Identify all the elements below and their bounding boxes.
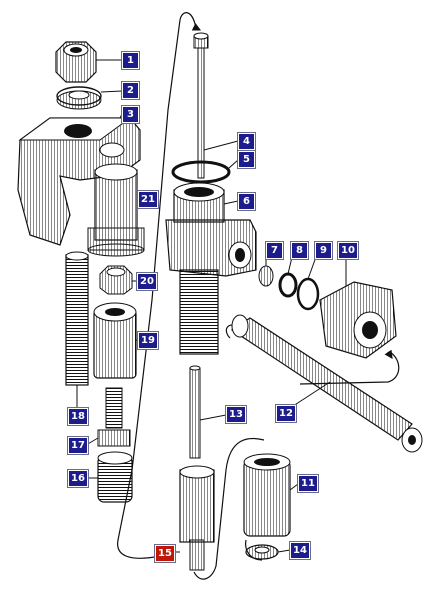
callout-label-4: 4 (243, 136, 250, 147)
callout-part-20[interactable]: 20 (136, 272, 158, 291)
callout-part-7[interactable]: 7 (265, 241, 284, 260)
callout-part-6[interactable]: 6 (237, 192, 256, 211)
callout-label-10: 10 (341, 245, 355, 256)
callout-part-14[interactable]: 14 (289, 541, 311, 560)
callout-part-11[interactable]: 11 (297, 474, 319, 493)
callout-label-20: 20 (140, 276, 154, 287)
part-3-bracket-drawing (17, 117, 141, 246)
callout-label-6: 6 (243, 196, 250, 207)
assembly-guide-lines (117, 12, 400, 580)
callout-part-10[interactable]: 10 (337, 241, 359, 260)
part-20-nut-drawing (99, 265, 133, 295)
callout-part-9[interactable]: 9 (314, 241, 333, 260)
part-9-ring-drawing (296, 277, 320, 311)
callout-label-7: 7 (271, 245, 278, 256)
callout-label-2: 2 (127, 85, 134, 96)
part-12-pipe-drawing (230, 314, 423, 453)
callout-label-5: 5 (243, 154, 250, 165)
callout-label-1: 1 (127, 55, 134, 66)
callout-part-21[interactable]: 21 (137, 190, 159, 209)
part-2-washer-drawing (56, 86, 102, 110)
part-6-housing-drawing (165, 182, 257, 355)
part-14-washer-drawing (245, 544, 279, 560)
callout-label-8: 8 (296, 245, 303, 256)
part-1-nut-drawing (55, 41, 97, 83)
part-18-stud-drawing (65, 251, 89, 386)
callout-label-16: 16 (71, 473, 85, 484)
callout-label-18: 18 (71, 411, 85, 422)
callout-part-3[interactable]: 3 (121, 105, 140, 124)
callout-leaders (76, 59, 347, 553)
callout-label-12: 12 (279, 408, 293, 419)
callout-part-18[interactable]: 18 (67, 407, 89, 426)
callout-part-1[interactable]: 1 (121, 51, 140, 70)
callout-part-17[interactable]: 17 (67, 436, 89, 455)
part-15-valve-drawing (179, 465, 215, 571)
part-17-bolt-drawing (97, 387, 131, 447)
part-19-sleeve-drawing (93, 302, 137, 379)
callout-label-11: 11 (301, 478, 315, 489)
callout-part-2[interactable]: 2 (121, 81, 140, 100)
callout-label-15: 15 (158, 548, 172, 559)
callout-part-13[interactable]: 13 (225, 405, 247, 424)
part-5-ring-drawing (171, 160, 231, 184)
callout-label-17: 17 (71, 440, 85, 451)
callout-part-19[interactable]: 19 (137, 331, 159, 350)
callout-label-13: 13 (229, 409, 243, 420)
part-10-banjo-drawing (319, 281, 397, 359)
callout-part-12[interactable]: 12 (275, 404, 297, 423)
callout-label-14: 14 (293, 545, 307, 556)
callout-label-19: 19 (141, 335, 155, 346)
callout-part-5[interactable]: 5 (237, 150, 256, 169)
callout-label-9: 9 (320, 245, 327, 256)
part-13-pin-drawing (189, 365, 201, 459)
callout-part-16[interactable]: 16 (67, 469, 89, 488)
callout-part-8[interactable]: 8 (290, 241, 309, 260)
part-7-ring-drawing (258, 265, 274, 287)
callout-part-4[interactable]: 4 (237, 132, 256, 151)
callout-label-3: 3 (127, 109, 134, 120)
part-21-body-drawing (87, 163, 145, 257)
callout-part-15[interactable]: 15 (154, 544, 176, 563)
callout-label-21: 21 (141, 194, 155, 205)
part-16-spring-drawing (97, 451, 133, 503)
part-8-ring-drawing (278, 272, 298, 298)
part-11-sleeve-drawing (243, 453, 291, 537)
part-4-rod-drawing (193, 32, 209, 179)
